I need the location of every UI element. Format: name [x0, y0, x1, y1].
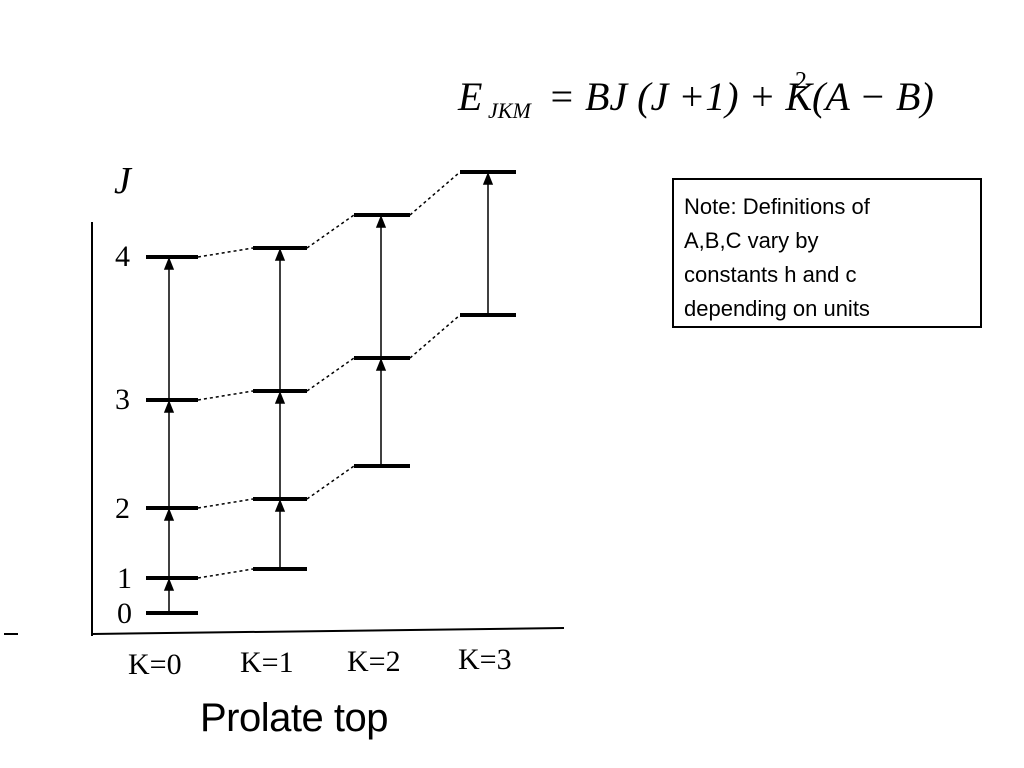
formula: E JKM = BJ (J +1) + K 2 (A − B): [457, 68, 934, 123]
connector-j3-k2-k3: [409, 314, 461, 359]
arrowhead-k0-2-3: [163, 399, 175, 413]
note-line: Note: Definitions of: [684, 194, 870, 219]
connector-j4-k0-k1: [197, 247, 254, 258]
formula-rhs-prefix: = BJ (J +1) + K: [548, 74, 815, 119]
arrowhead-k1-1-2: [274, 498, 286, 512]
k-labels: K=0 K=1 K=2 K=3: [128, 643, 512, 681]
axis-symbol-j: J: [114, 160, 133, 202]
note-line: constants h and c: [684, 262, 857, 287]
arrowhead-k3-3-4: [482, 171, 494, 185]
j-label-4: 4: [115, 240, 130, 273]
arrowhead-k1-3-4: [274, 247, 286, 261]
transition-arrows: [163, 171, 494, 611]
x-axis: [91, 627, 565, 635]
formula-rhs-suffix: (A − B): [812, 74, 934, 119]
j-label-1: 1: [117, 562, 132, 595]
dotted-connectors: [197, 171, 461, 579]
energy-levels: [146, 170, 516, 615]
j-label-3: 3: [115, 383, 130, 416]
arrowhead-k0-3-4: [163, 256, 175, 270]
connector-j2-k1-k2: [306, 465, 355, 500]
note-line: A,B,C vary by: [684, 228, 819, 253]
j-labels: 4 3 2 1 0: [115, 240, 132, 630]
j-label-0: 0: [117, 597, 132, 630]
connector-j4-k2-k3: [409, 171, 461, 216]
k-label-3: K=3: [458, 643, 512, 676]
k-label-0: K=0: [128, 648, 182, 681]
connector-j3-k0-k1: [197, 390, 254, 401]
arrowhead-k0-1-2: [163, 507, 175, 521]
formula-energy-symbol: E: [457, 74, 482, 119]
note-box: Note: Definitions of A,B,C vary by const…: [672, 178, 982, 328]
connector-j2-k0-k1: [197, 498, 254, 509]
connector-j3-k1-k2: [306, 357, 355, 392]
note-line: depending on units: [684, 296, 870, 321]
k-label-1: K=1: [240, 646, 294, 679]
connector-j1-k0-k1: [197, 568, 254, 579]
diagram-caption: Prolate top: [200, 696, 388, 740]
formula-subscript: JKM: [488, 98, 532, 123]
arrowhead-k0-0-1: [163, 577, 175, 591]
arrowhead-k2-2-3: [375, 357, 387, 371]
k-label-2: K=2: [347, 645, 401, 678]
formula-exponent: 2: [795, 68, 807, 94]
connector-j4-k1-k2: [306, 214, 355, 249]
arrowhead-k1-2-3: [274, 390, 286, 404]
j-label-2: 2: [115, 492, 130, 525]
arrowhead-k2-3-4: [375, 214, 387, 228]
